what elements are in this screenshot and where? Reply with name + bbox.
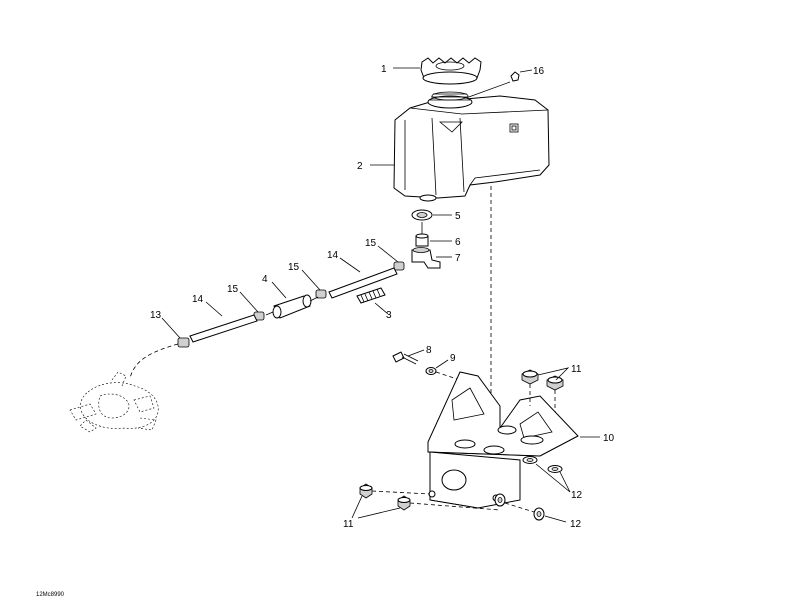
callout-11-lower: 11 xyxy=(343,519,354,530)
leader-4 xyxy=(271,281,287,299)
callout-16: 16 xyxy=(533,66,545,77)
nut-upper-left xyxy=(521,369,539,385)
spring xyxy=(356,287,386,304)
leader-16 xyxy=(519,69,533,73)
leader-12-lower xyxy=(544,515,567,523)
callout-9: 9 xyxy=(450,353,456,364)
callout-7: 7 xyxy=(455,253,461,264)
hose-clamp-middle xyxy=(315,289,327,299)
tank-cap xyxy=(420,57,482,85)
leader-8 xyxy=(407,349,425,357)
oil-tank xyxy=(393,91,550,202)
callout-8: 8 xyxy=(426,345,432,356)
leader-14-lower xyxy=(205,301,223,317)
callout-15-middle: 15 xyxy=(288,262,300,273)
nut-route-3 xyxy=(371,490,431,495)
callout-3: 3 xyxy=(386,310,392,321)
oil-hose-lower xyxy=(189,314,258,343)
oil-hose-upper xyxy=(328,267,398,299)
callout-13: 13 xyxy=(150,310,162,321)
elbow-fitting xyxy=(411,247,441,269)
tank-bracket xyxy=(427,371,579,509)
hose-clamp-pump xyxy=(177,337,190,348)
washer-lower-right xyxy=(547,465,563,473)
leader-13 xyxy=(161,317,181,339)
leader-15-upper xyxy=(377,245,399,263)
callout-14-lower: 14 xyxy=(192,294,204,305)
washer-side-2 xyxy=(533,507,545,521)
callout-15-lower: 15 xyxy=(227,284,239,295)
nut-lower-right xyxy=(397,495,411,511)
figure-code: 12Mc8990 xyxy=(36,592,65,598)
leader-15-middle xyxy=(301,269,321,291)
callout-2: 2 xyxy=(357,161,363,172)
hose-clamp-upper xyxy=(393,261,405,271)
hose-route-to-pump xyxy=(129,343,179,379)
washer-route xyxy=(504,502,535,513)
leader-3 xyxy=(374,302,389,315)
nut-lower-left xyxy=(359,483,373,499)
callout-15-upper: 15 xyxy=(365,238,377,249)
callout-4: 4 xyxy=(262,274,268,285)
callout-5: 5 xyxy=(455,211,461,222)
oil-filter xyxy=(265,294,319,319)
nut-route-4 xyxy=(409,502,501,511)
bolt-route xyxy=(435,371,461,381)
bolt xyxy=(392,351,419,365)
leader-11-upper xyxy=(537,367,570,381)
callout-10: 10 xyxy=(603,433,615,444)
oil-pump-reference xyxy=(69,371,159,433)
callout-14-upper: 14 xyxy=(327,250,339,261)
callout-11-upper: 11 xyxy=(571,364,582,375)
washer-lower-left xyxy=(522,456,538,464)
leader-9 xyxy=(435,359,449,369)
callout-6: 6 xyxy=(455,237,461,248)
leader-16b xyxy=(465,81,511,99)
leader-14-upper xyxy=(339,257,361,273)
leader-15-lower xyxy=(239,291,259,313)
nut-upper-right xyxy=(546,375,564,391)
leader-11-lower xyxy=(351,495,401,519)
grommet xyxy=(411,209,433,221)
washer-side-1 xyxy=(494,493,506,507)
vent-fitting xyxy=(510,71,520,82)
callout-12-upper: 12 xyxy=(571,490,583,501)
callout-12-lower: 12 xyxy=(570,519,582,530)
callout-1: 1 xyxy=(381,64,387,75)
leader-12-upper xyxy=(535,463,571,493)
washer xyxy=(425,367,437,375)
outlet-fitting xyxy=(415,222,429,247)
